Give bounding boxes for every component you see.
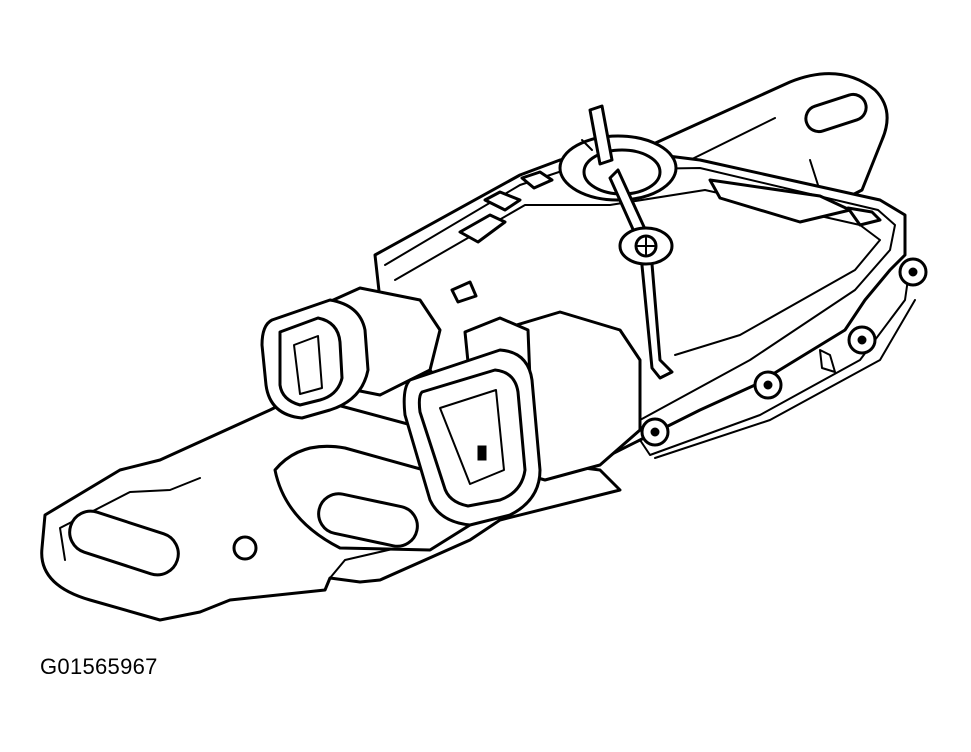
figure-code-label: G01565967 [40, 654, 158, 679]
left-slot-hole [64, 506, 183, 581]
side-fasteners [642, 259, 926, 445]
upper-slot-hole [803, 91, 870, 135]
upper-connector [262, 288, 440, 418]
round-hole [234, 537, 256, 559]
center-slot-hole [315, 490, 421, 550]
rotary-shaft [560, 106, 676, 378]
lower-connector [404, 312, 640, 525]
upper-mounting-bracket [640, 74, 887, 222]
